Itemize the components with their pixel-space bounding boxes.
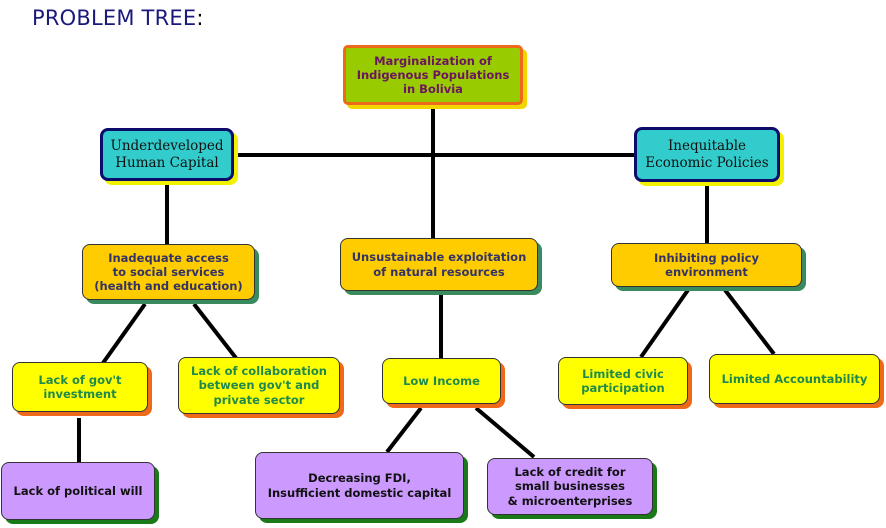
page-title: PROBLEM TREE: <box>32 6 204 30</box>
node-inhibiting-policy-environment[interactable]: Inhibiting policy environment <box>611 243 802 287</box>
label-civic-participation: Limited civic participation <box>581 366 665 395</box>
label-natural-resources: Unsustainable exploitation of natural re… <box>351 250 527 279</box>
label-political-will: Lack of political will <box>13 483 143 498</box>
label-collaboration: Lack of collaboration between gov't and … <box>191 364 327 407</box>
node-decreasing-fdi[interactable]: Decreasing FDI, Insufficient domestic ca… <box>255 452 464 519</box>
label-human-capital: Underdeveloped Human Capital <box>110 138 224 171</box>
node-inadequate-social-services[interactable]: Inadequate access to social services (he… <box>82 244 255 300</box>
label-low-income: Low Income <box>403 373 480 388</box>
connector-low-income-to-credit <box>474 406 536 459</box>
label-accountability: Limited Accountability <box>721 371 868 386</box>
node-unsustainable-exploitation[interactable]: Unsustainable exploitation of natural re… <box>340 238 538 291</box>
root-problem-node[interactable]: Marginalization of Indigenous Population… <box>343 45 523 105</box>
node-low-income[interactable]: Low Income <box>382 358 501 404</box>
node-lack-of-gov-investment[interactable]: Lack of gov't investment <box>12 362 148 412</box>
label-gov-investment: Lack of gov't investment <box>38 372 122 401</box>
title-text: PROBLEM TREE <box>32 6 197 30</box>
connector-social-to-gov-investment <box>101 302 147 365</box>
root-problem-label: Marginalization of Indigenous Population… <box>356 53 510 96</box>
connector-social-to-collaboration <box>192 302 238 360</box>
connector-low-income-to-fdi <box>385 406 423 454</box>
label-fdi: Decreasing FDI, Insufficient domestic ca… <box>267 471 452 500</box>
node-limited-civic-participation[interactable]: Limited civic participation <box>558 357 688 405</box>
node-lack-of-political-will[interactable]: Lack of political will <box>1 462 155 520</box>
node-lack-of-credit[interactable]: Lack of credit for small businesses & mi… <box>487 458 653 515</box>
title-colon: : <box>196 6 204 30</box>
connector-policy-to-civic <box>639 288 690 359</box>
connector-policy-to-accountability <box>723 288 776 356</box>
label-social-services: Inadequate access to social services (he… <box>94 250 243 293</box>
node-underdeveloped-human-capital[interactable]: Underdeveloped Human Capital <box>100 128 234 181</box>
label-credit: Lack of credit for small businesses & mi… <box>507 465 633 508</box>
label-economic-policies: Inequitable Economic Policies <box>645 138 769 171</box>
node-inequitable-economic-policies[interactable]: Inequitable Economic Policies <box>634 127 780 182</box>
label-policy-environment: Inhibiting policy environment <box>654 250 759 279</box>
node-lack-of-collaboration[interactable]: Lack of collaboration between gov't and … <box>178 357 340 414</box>
node-limited-accountability[interactable]: Limited Accountability <box>709 354 880 404</box>
